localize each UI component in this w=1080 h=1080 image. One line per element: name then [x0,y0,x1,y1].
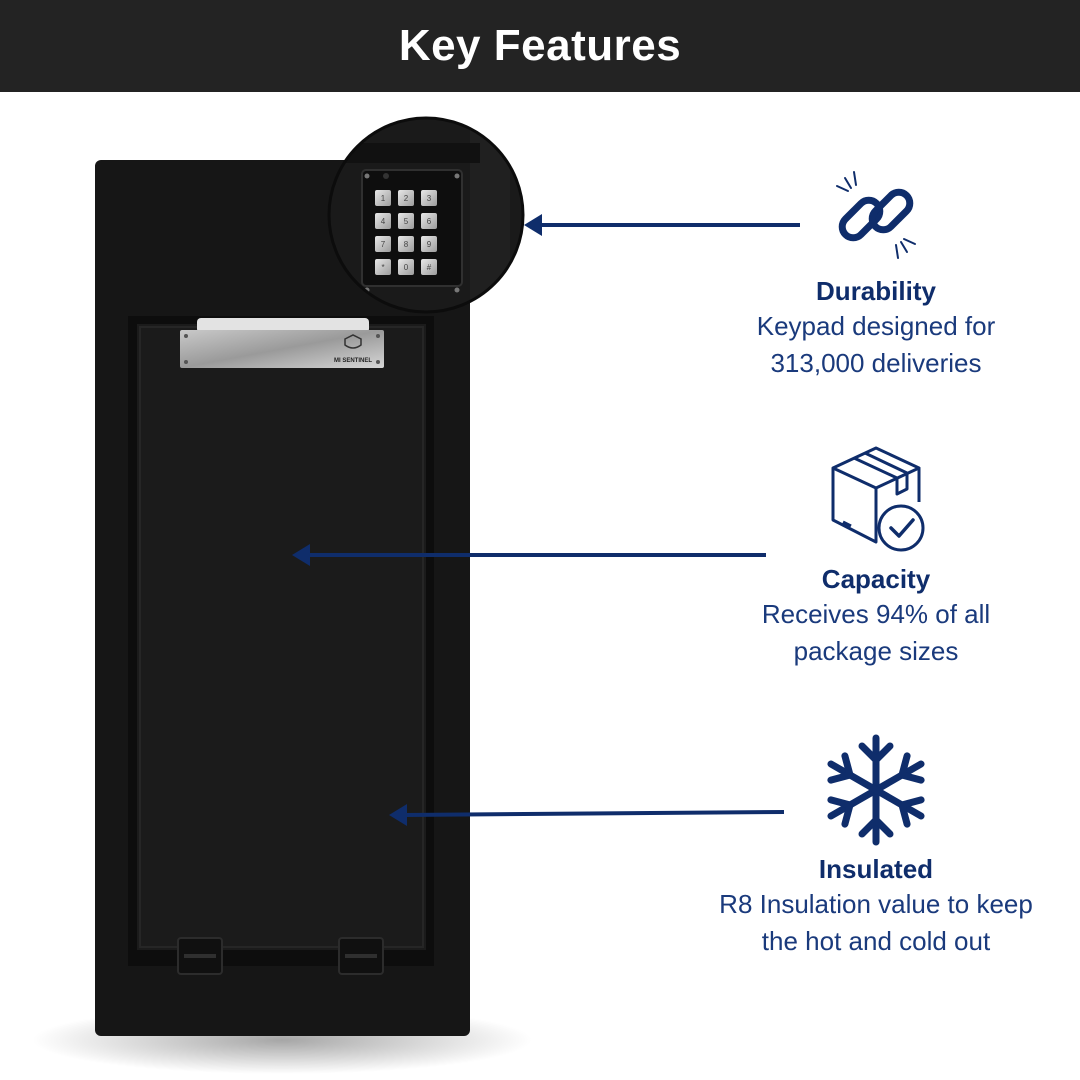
keypad-key-label: 2 [404,194,409,203]
keypad-key [398,259,414,275]
feature-durability: Durability Keypad designed for 313,000 d… [686,160,1066,382]
keypad-key [375,190,391,206]
keypad-key [398,190,414,206]
feature-title: Capacity [821,564,931,594]
brand-plate-text: MI SENTINEL [334,358,372,364]
feature-capacity: Capacity Receives 94% of all package siz… [686,442,1066,670]
header-bar: Key Features [0,0,1080,92]
keypad-key [421,236,437,252]
keypad-key-label: 8 [404,240,409,249]
keypad-key-label: * [381,263,384,272]
keypad-key-label: 1 [381,194,386,203]
feature-insulated: Insulated R8 Insulation value to keep th… [686,732,1066,960]
page-title: Key Features [398,21,682,70]
keypad-key [375,213,391,229]
keypad-zoom: 1 2 3 4 5 6 7 8 9 * 0 # [329,118,523,312]
feature-description-line1: R8 Insulation value to keep [719,889,1033,919]
floor-shadow [32,1006,532,1074]
door-handle [197,318,369,333]
unit-body [95,160,470,1036]
keypad-key-label: 4 [381,217,386,226]
feature-description-line1: Keypad designed for [756,311,996,341]
keypad-key [421,190,437,206]
keypad-key-label: 9 [427,240,432,249]
brand-plate [180,330,384,368]
door-recess [128,316,434,966]
snowflake-icon [827,734,925,846]
feature-description-line1: Receives 94% of all [761,599,991,629]
keypad-key-label: 5 [404,217,409,226]
keypad-key [398,213,414,229]
feature-title: Durability [816,276,936,306]
chain-link-icon [836,171,916,259]
keypad-key-label: 7 [381,240,386,249]
door-panel [137,324,426,950]
package-check-icon [831,446,925,552]
feature-description-line2: 313,000 deliveries [770,348,982,378]
keypad-key [398,236,414,252]
keypad-key [421,259,437,275]
keypad-key [375,236,391,252]
keypad-keys: 1 2 3 4 5 6 7 8 9 * 0 # [375,190,437,275]
feature-description-line2: the hot and cold out [761,926,991,956]
feature-description-line2: package sizes [793,636,959,666]
keypad-housing [361,169,463,287]
keypad-key [421,213,437,229]
keypad-key [375,259,391,275]
hinge-right [338,937,384,975]
hinge-left [177,937,223,975]
keypad-key-label: 0 [404,263,409,272]
keypad-key-label: # [427,263,432,272]
keypad-key-label: 3 [427,194,432,203]
keypad-key-label: 6 [427,217,432,226]
feature-title: Insulated [818,854,934,884]
